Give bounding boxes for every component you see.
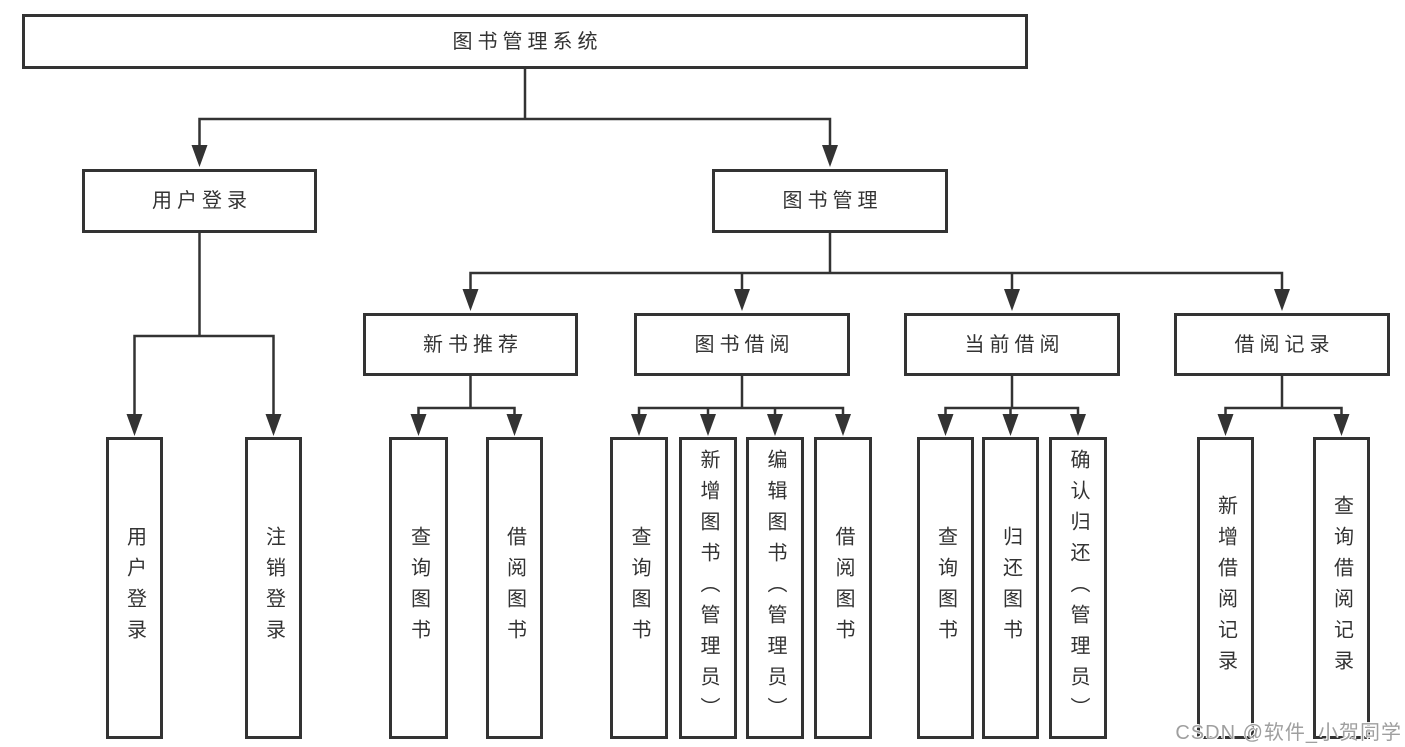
arrowhead-icon: [734, 289, 750, 311]
arrowhead-icon: [265, 414, 282, 436]
node-leaf-add-books-admin: 新增图书（管理员）: [679, 437, 737, 739]
arrowhead-icon: [1070, 414, 1086, 436]
node-leaf-edit-books-admin: 编辑图书（管理员）: [746, 437, 804, 739]
arrowhead-icon: [835, 414, 851, 436]
node-root-system: 图书管理系统: [22, 14, 1028, 69]
arrowhead-icon: [1333, 414, 1350, 436]
arrowhead-icon: [822, 145, 838, 167]
node-leaf-borrow-books: 借阅图书: [814, 437, 872, 739]
node-leaf-logout: 注销登录: [245, 437, 302, 739]
node-leaf-user-login: 用户登录: [106, 437, 163, 739]
node-new-book-recommend: 新书推荐: [363, 313, 578, 376]
node-leaf-query-borrow-record: 查询借阅记录: [1313, 437, 1370, 739]
arrowhead-icon: [506, 414, 523, 436]
arrowhead-icon: [1004, 289, 1020, 311]
node-book-borrowing: 图书借阅: [634, 313, 850, 376]
arrowhead-icon: [1002, 414, 1019, 436]
node-leaf-query-books-current: 查询图书: [917, 437, 974, 739]
node-book-management-branch: 图书管理: [712, 169, 948, 233]
node-leaf-query-books-borrowing: 查询图书: [610, 437, 668, 739]
arrowhead-icon: [700, 414, 716, 436]
node-user-login-branch: 用户登录: [82, 169, 317, 233]
node-leaf-return-books: 归还图书: [982, 437, 1039, 739]
watermark: CSDN @软件_小贺同学: [1175, 722, 1402, 744]
arrowhead-icon: [767, 414, 783, 436]
node-leaf-borrow-books-recommend: 借阅图书: [486, 437, 543, 739]
node-borrowing-records: 借阅记录: [1174, 313, 1390, 376]
node-current-borrowing: 当前借阅: [904, 313, 1120, 376]
arrowhead-icon: [631, 414, 647, 436]
node-leaf-confirm-return-admin: 确认归还（管理员）: [1049, 437, 1107, 739]
node-leaf-query-books-recommend: 查询图书: [389, 437, 448, 739]
arrowhead-icon: [410, 414, 427, 436]
arrowhead-icon: [937, 414, 954, 436]
arrowhead-icon: [126, 414, 143, 436]
node-leaf-add-borrow-record: 新增借阅记录: [1197, 437, 1254, 739]
arrowhead-icon: [1274, 289, 1290, 311]
arrowhead-icon: [1217, 414, 1234, 436]
arrowhead-icon: [462, 289, 479, 311]
arrowhead-icon: [191, 145, 208, 167]
